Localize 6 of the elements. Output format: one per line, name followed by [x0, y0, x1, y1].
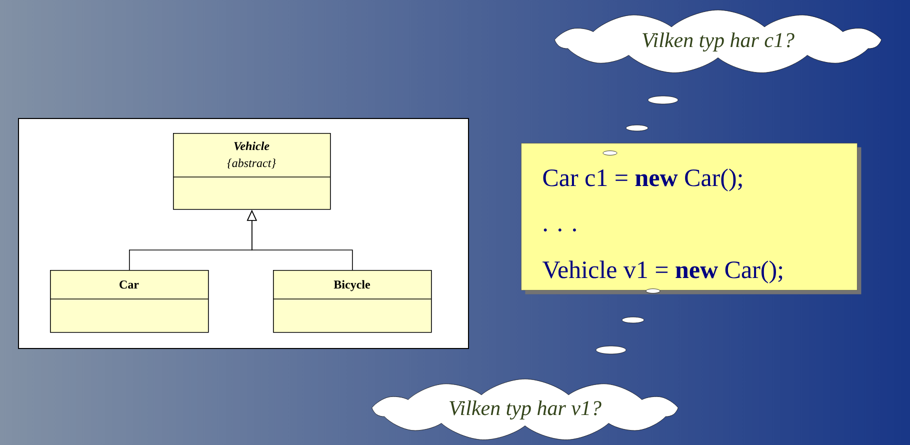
class-box: Vehicle {abstract} — [172, 133, 331, 210]
class-box: Car — [50, 270, 209, 333]
class-box: Bicycle — [272, 270, 432, 333]
thought-cloud: Vilken typ har v1? — [372, 378, 678, 440]
code-box: Car c1 = new Car(); . . . Vehicle v1 = new Car(); — [521, 143, 862, 294]
thought-cloud: Vilken typ har c1? — [554, 10, 882, 73]
